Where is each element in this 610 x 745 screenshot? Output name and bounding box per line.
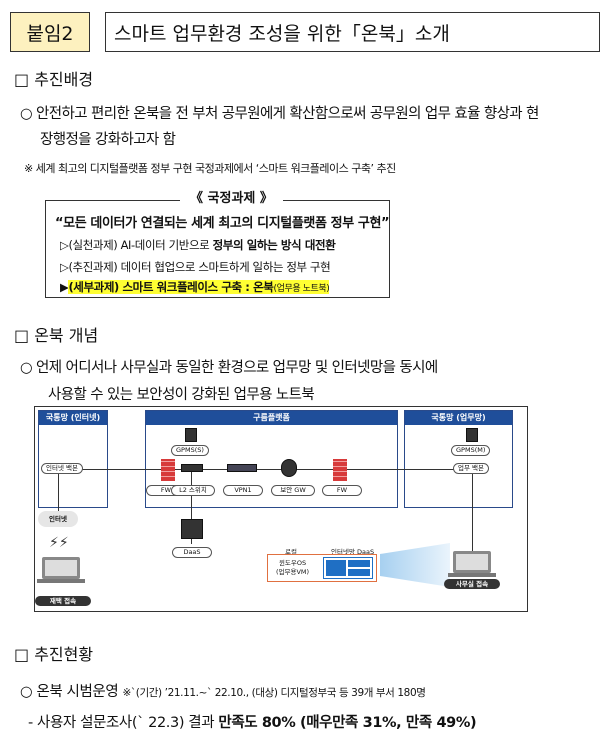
onbook-vm-box: 윈도우OS(업무용VM) <box>267 554 377 582</box>
internet-daas-label: 인터넷망 DaaS <box>331 548 375 556</box>
status-bullet-text: ○ 온북 시범운영 <box>20 684 123 700</box>
vm-tile <box>348 569 370 576</box>
task-line-3-small: (업무용 노트북) <box>273 284 330 294</box>
gpms-m-server-icon <box>466 428 478 442</box>
task-line-3-marker: ▶ <box>60 280 69 294</box>
status-bullet: ○ 온북 시범운영 ※`(기간) ’21.11.~` 22.10., (대상) … <box>20 680 426 701</box>
national-task-headline: “모든 데이터가 연결되는 세계 최고의 디지털플랫폼 정부 구현” <box>55 216 390 231</box>
section-heading-concept: □ 온북 개념 <box>14 326 99 345</box>
attachment-badge: 붙임2 <box>10 12 90 52</box>
gpms-s-label: GPMS(S) <box>171 445 209 456</box>
survey-prefix: - 사용자 설문조사(` 22.3) 결과 <box>28 715 219 731</box>
survey-satisfaction: 만족도 80% (매우만족 31%, 만족 49%) <box>218 715 477 731</box>
task-line-1: ▷(실천과제) AI-데이터 기반으로 정부의 일하는 방식 대전환 <box>60 237 336 253</box>
vpn-icon <box>227 464 257 472</box>
background-bullet-line1: ○ 안전하고 편리한 온북을 전 부처 공무원에게 확산함으로써 공무원의 업무… <box>20 106 539 122</box>
projection-beam <box>380 543 450 587</box>
task-line-1-prefix: ▷(실천과제) AI-데이터 기반으로 <box>60 238 213 252</box>
daas-label: DaaS <box>172 547 212 558</box>
concept-bullet-line1: ○ 언제 어디서나 사무실과 동일한 환경으로 업무망 및 인터넷망을 동시에 <box>20 360 438 376</box>
laptop-base <box>37 579 85 583</box>
firewall-icon <box>161 459 175 481</box>
vm-tile <box>348 560 370 567</box>
local-label: 로컬 <box>285 548 297 556</box>
firewall-icon <box>333 459 347 481</box>
vpn-label: VPN1 <box>223 485 263 496</box>
background-bullet-line2: 장행정을 강화하고자 함 <box>40 132 176 148</box>
background-note: ※ 세계 최고의 디지털플랫폼 정부 구현 국정과제에서 ‘스마트 워크플레이스… <box>24 162 396 175</box>
panel-internet: 국통망 (인터넷) <box>38 410 108 508</box>
security-gateway-icon <box>281 459 297 477</box>
laptop-base <box>448 573 496 577</box>
internet-backbone-label: 인터넷 백본 <box>41 463 83 474</box>
section-heading-status: □ 추진현황 <box>14 645 94 664</box>
windows-os-label: 윈도우OS(업무용VM) <box>276 559 309 577</box>
gpms-server-icon <box>185 428 197 442</box>
l2-switch-icon <box>181 464 203 472</box>
office-laptop-icon <box>453 551 491 573</box>
panel-work-title: 국통망 (업무망) <box>405 411 512 425</box>
task-line-2: ▷(추진과제) 데이터 협업으로 스마트하게 일하는 정부 구현 <box>60 260 331 274</box>
section-heading-background: □ 추진배경 <box>14 70 94 89</box>
daas-vm-panel <box>323 557 373 579</box>
daas-server-icon <box>181 519 203 539</box>
gpms-m-label: GPMS(M) <box>451 445 491 456</box>
backbone-line <box>80 469 470 470</box>
daas-link-line <box>191 469 192 544</box>
internet-link-line <box>58 469 59 514</box>
l2-switch-label: L2 스위치 <box>171 485 215 496</box>
panel-cloud-title: 구름플랫폼 <box>146 411 397 425</box>
status-bullet-note: ※`(기간) ’21.11.~` 22.10., (대상) 디지털정부국 등 3… <box>122 687 426 699</box>
task-line-3: ▶(세부과제) 스마트 워크플레이스 구축 : 온북(업무용 노트북) <box>60 279 330 295</box>
page-title: 스마트 업무환경 조성을 위한「온북」소개 <box>105 12 600 52</box>
concept-bullet-line2: 사용할 수 있는 보안성이 강화된 업무용 노트북 <box>48 387 315 403</box>
windows-label: 윈도우OS <box>278 559 307 567</box>
panel-internet-title: 국통망 (인터넷) <box>39 411 107 425</box>
panel-work: 국통망 (업무망) <box>404 410 513 508</box>
work-backbone-label: 업무 백본 <box>453 463 489 474</box>
office-link-line <box>472 469 473 559</box>
task-line-1-bold: 정부의 일하는 방식 대전환 <box>212 238 336 252</box>
task-line-3-bold: (세부과제) 스마트 워크플레이스 구축 : 온북 <box>68 280 274 294</box>
onbook-network-diagram: 국통망 (인터넷) 구름플랫폼 국통망 (업무망) 인터넷 백본 GPMS(S)… <box>34 406 528 612</box>
national-task-title: 《 국정과제 》 <box>180 187 283 206</box>
remote-access-label: 재택 접속 <box>35 596 91 606</box>
survey-result: - 사용자 설문조사(` 22.3) 결과 만족도 80% (매우만족 31%,… <box>28 711 477 732</box>
vm-label: (업무용VM) <box>276 568 310 576</box>
internet-cloud-icon: 인터넷 <box>38 511 78 527</box>
vm-tile <box>326 560 346 576</box>
wireless-icon: ⚡⚡ <box>49 535 69 551</box>
remote-laptop-icon <box>42 557 80 579</box>
office-access-label: 사무실 접속 <box>444 579 500 589</box>
security-gw-label: 보안 GW <box>271 485 315 496</box>
fw2-label: FW <box>322 485 362 496</box>
